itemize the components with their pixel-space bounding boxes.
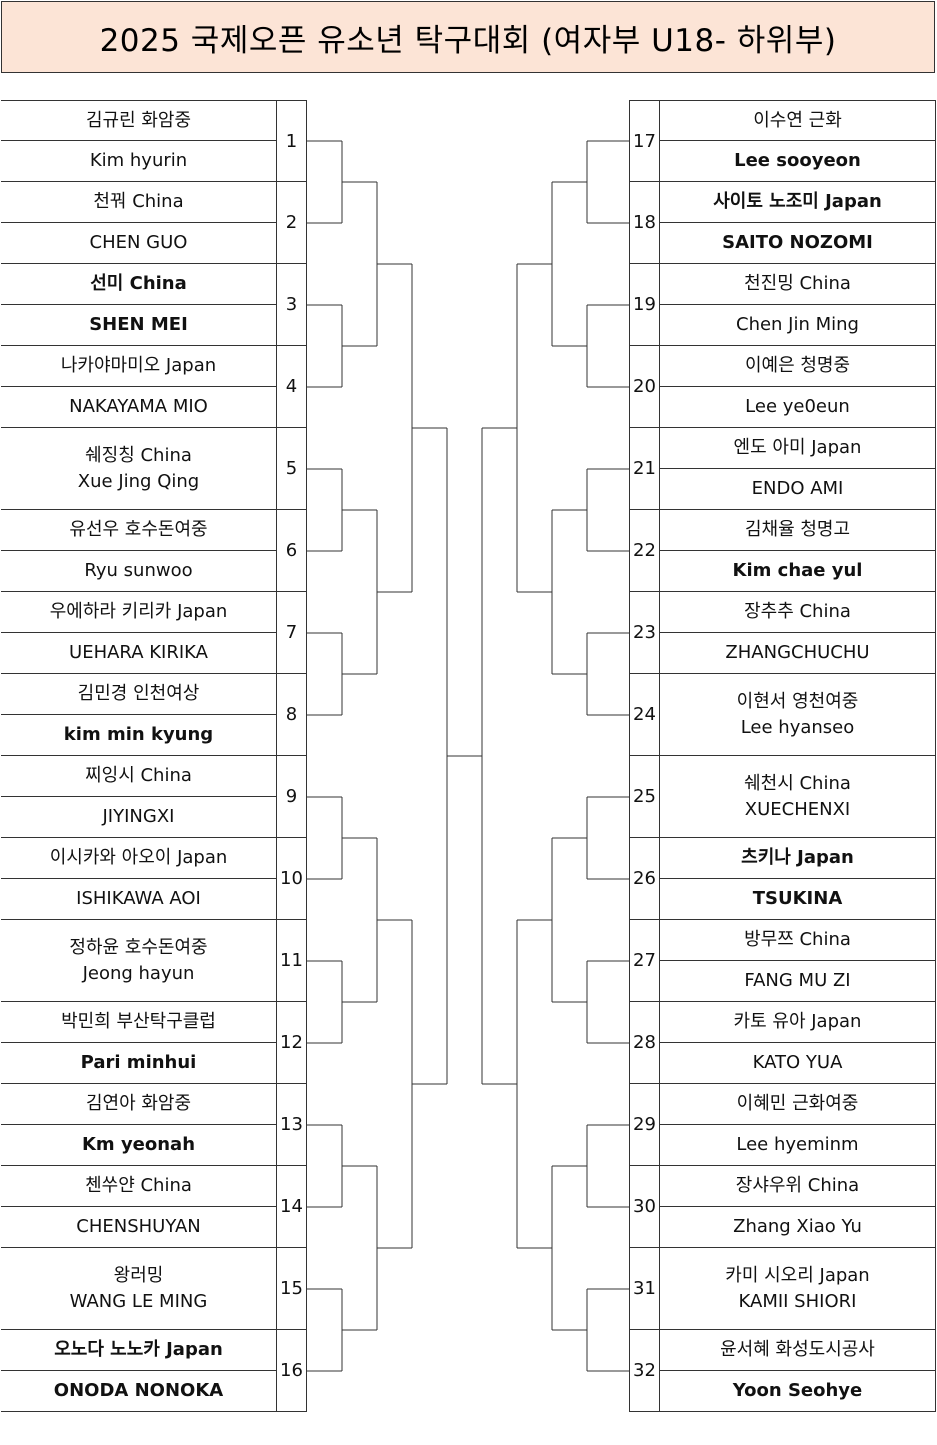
player-name: ENDO AMI [660,469,936,510]
seed-number: 3 [276,264,307,346]
player-name: 첸쑤얀 China [1,1166,276,1207]
seed-number: 32 [629,1330,660,1412]
seed-number: 12 [276,1002,307,1084]
seed-number: 11 [276,920,307,1002]
seed-number: 1 [276,100,307,182]
player-name: 오노다 노노카 Japan [1,1330,276,1371]
seed-number: 23 [629,592,660,674]
player-name: 장샤우위 China [660,1166,936,1207]
player-name: 이수연 근화 [660,100,936,141]
player-name: 나카야마미오 Japan [1,346,276,387]
seed-number: 15 [276,1248,307,1330]
player-name: Pari minhui [1,1043,276,1084]
player-name: 쉐징칭 China Xue Jing Qing [1,428,276,510]
player-name: 이예은 청명중 [660,346,936,387]
player-name: 김연아 화암중 [1,1084,276,1125]
player-name: 츠키나 Japan [660,838,936,879]
player-name: TSUKINA [660,879,936,920]
seed-number: 9 [276,756,307,838]
player-name: 천진밍 China [660,264,936,305]
player-name: Kim hyurin [1,141,276,182]
seed-number: 18 [629,182,660,264]
seed-number: 4 [276,346,307,428]
player-name: 김민경 인천여상 [1,674,276,715]
player-name: Kim chae yul [660,551,936,592]
player-name: ZHANGCHUCHU [660,633,936,674]
player-name: UEHARA KIRIKA [1,633,276,674]
seed-number: 6 [276,510,307,592]
seed-number: 29 [629,1084,660,1166]
player-name: 카미 시오리 Japan KAMII SHIORI [660,1248,936,1330]
player-name: 유선우 호수돈여중 [1,510,276,551]
seed-number: 17 [629,100,660,182]
player-name: FANG MU ZI [660,961,936,1002]
seed-number: 5 [276,428,307,510]
seed-number: 30 [629,1166,660,1248]
seed-number: 14 [276,1166,307,1248]
player-name: 방무쯔 China [660,920,936,961]
player-name: Chen Jin Ming [660,305,936,346]
player-name: Zhang Xiao Yu [660,1207,936,1248]
player-name: Km yeonah [1,1125,276,1166]
player-name: JIYINGXI [1,797,276,838]
player-name: 카토 유아 Japan [660,1002,936,1043]
player-name: 김채율 청명고 [660,510,936,551]
seed-number: 10 [276,838,307,920]
player-name: 엔도 아미 Japan [660,428,936,469]
player-name: 사이토 노조미 Japan [660,182,936,223]
seed-number: 28 [629,1002,660,1084]
seed-number: 24 [629,674,660,756]
seed-number: 27 [629,920,660,1002]
player-name: NAKAYAMA MIO [1,387,276,428]
player-name: 이혜민 근화여중 [660,1084,936,1125]
player-name: 정하윤 호수돈여중 Jeong hayun [1,920,276,1002]
player-name: 천꿔 China [1,182,276,223]
player-name: SHEN MEI [1,305,276,346]
player-name: Lee hyeminm [660,1125,936,1166]
seed-number: 7 [276,592,307,674]
seed-number: 26 [629,838,660,920]
player-name: 쉐천시 China XUECHENXI [660,756,936,838]
seed-number: 25 [629,756,660,838]
seed-number: 22 [629,510,660,592]
player-name: CHEN GUO [1,223,276,264]
player-name: 우에하라 키리카 Japan [1,592,276,633]
seed-number: 2 [276,182,307,264]
player-name: Lee ye0eun [660,387,936,428]
player-name: kim min kyung [1,715,276,756]
player-name: Yoon Seohye [660,1371,936,1412]
seed-number: 31 [629,1248,660,1330]
player-name: 윤서혜 화성도시공사 [660,1330,936,1371]
player-name: 왕러밍 WANG LE MING [1,1248,276,1330]
player-name: KATO YUA [660,1043,936,1084]
player-name: ONODA NONOKA [1,1371,276,1412]
seed-number: 16 [276,1330,307,1412]
seed-number: 21 [629,428,660,510]
player-name: 찌잉시 China [1,756,276,797]
player-name: 이시카와 아오이 Japan [1,838,276,879]
player-name: 김규린 화암중 [1,100,276,141]
seed-number: 8 [276,674,307,756]
player-name: 선미 China [1,264,276,305]
player-name: Ryu sunwoo [1,551,276,592]
player-name: ISHIKAWA AOI [1,879,276,920]
bracket-title: 2025 국제오픈 유소년 탁구대회 (여자부 U18- 하위부) [1,1,935,73]
player-name: 이현서 영천여중 Lee hyanseo [660,674,936,756]
player-name: Lee sooyeon [660,141,936,182]
player-name: CHENSHUYAN [1,1207,276,1248]
seed-number: 20 [629,346,660,428]
player-name: SAITO NOZOMI [660,223,936,264]
player-name: 박민희 부산탁구클럽 [1,1002,276,1043]
player-name: 장추추 China [660,592,936,633]
seed-number: 13 [276,1084,307,1166]
seed-number: 19 [629,264,660,346]
